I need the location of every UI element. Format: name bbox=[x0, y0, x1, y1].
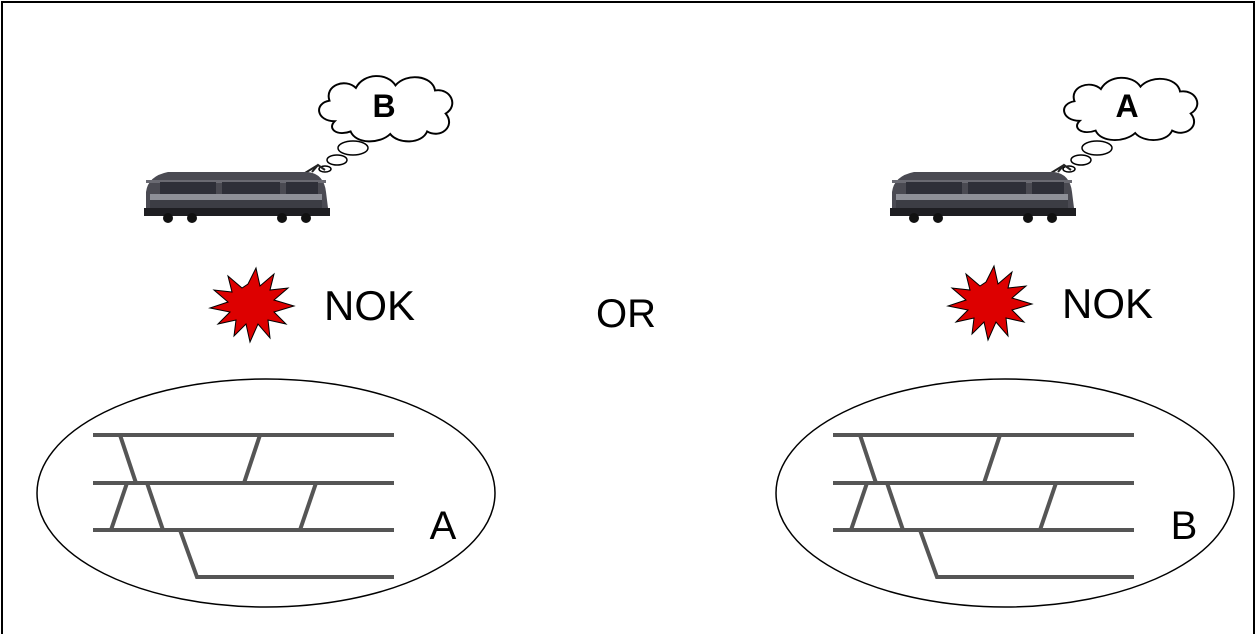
or-separator: OR bbox=[596, 292, 656, 336]
thought-cloud-icon: B bbox=[318, 75, 454, 173]
network-ellipse bbox=[36, 378, 496, 608]
thought-label: B bbox=[372, 88, 395, 124]
status-label: NOK bbox=[1062, 280, 1153, 327]
panel-left: B NOK A bbox=[36, 75, 496, 608]
track-network bbox=[831, 433, 1136, 579]
train-icon bbox=[889, 164, 1077, 224]
burst-icon bbox=[947, 265, 1033, 341]
network-label: B bbox=[1171, 504, 1198, 548]
panel-right: A NOK B bbox=[775, 76, 1235, 608]
network-ellipse bbox=[775, 378, 1235, 608]
burst-icon bbox=[209, 267, 295, 343]
status-label: NOK bbox=[324, 282, 415, 329]
track-network bbox=[91, 433, 396, 579]
thought-cloud-icon: A bbox=[1062, 76, 1199, 173]
thought-label: A bbox=[1115, 88, 1138, 124]
train-icon bbox=[143, 164, 331, 224]
network-label: A bbox=[430, 504, 457, 548]
